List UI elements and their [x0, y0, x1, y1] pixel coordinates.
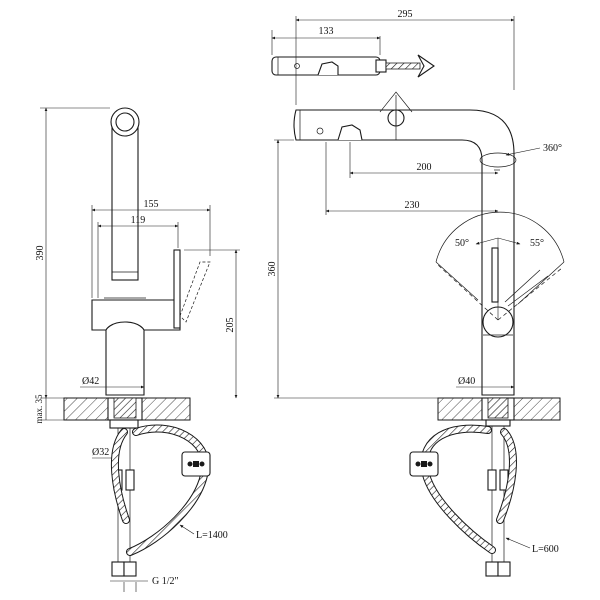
diameter-42-label: Ø42 [82, 376, 99, 387]
front-view: 133 295 360° 200 [267, 9, 565, 577]
lever-arc-front [435, 211, 565, 321]
max-thickness-label: max. 35 [34, 394, 44, 423]
spout-body-front [293, 91, 515, 396]
dimension-360-label: 360 [267, 262, 278, 277]
diameter-40-label: Ø40 [458, 376, 475, 387]
dimension-155-label: 155 [144, 199, 159, 210]
dimension-205-label: 205 [225, 318, 236, 333]
hoses-front [409, 424, 517, 577]
dimension-133-label: 133 [319, 26, 334, 37]
dimension-390-label: 390 [35, 246, 46, 261]
spout-body-side [91, 107, 211, 396]
hose-length-1400-label: L=1400 [196, 530, 228, 541]
dimension-200-label: 200 [417, 162, 432, 173]
hose-length-600-label: L=600 [532, 544, 559, 555]
diameter-32-label: Ø32 [92, 447, 109, 458]
dimension-230-label: 230 [405, 200, 420, 211]
connection-thread-label: G 1/2" [152, 576, 179, 587]
hoses-side [110, 424, 211, 577]
dimension-295-label: 295 [398, 9, 413, 20]
dimension-119-label: 119 [131, 215, 146, 226]
angle-50-label: 50° [455, 238, 469, 249]
detached-sprayer [271, 54, 435, 78]
angle-55-label: 55° [530, 238, 544, 249]
side-view: 155 119 205 390 Ø42 max. 35 Ø32 [34, 107, 240, 592]
rotation-360-label: 360° [543, 143, 562, 154]
